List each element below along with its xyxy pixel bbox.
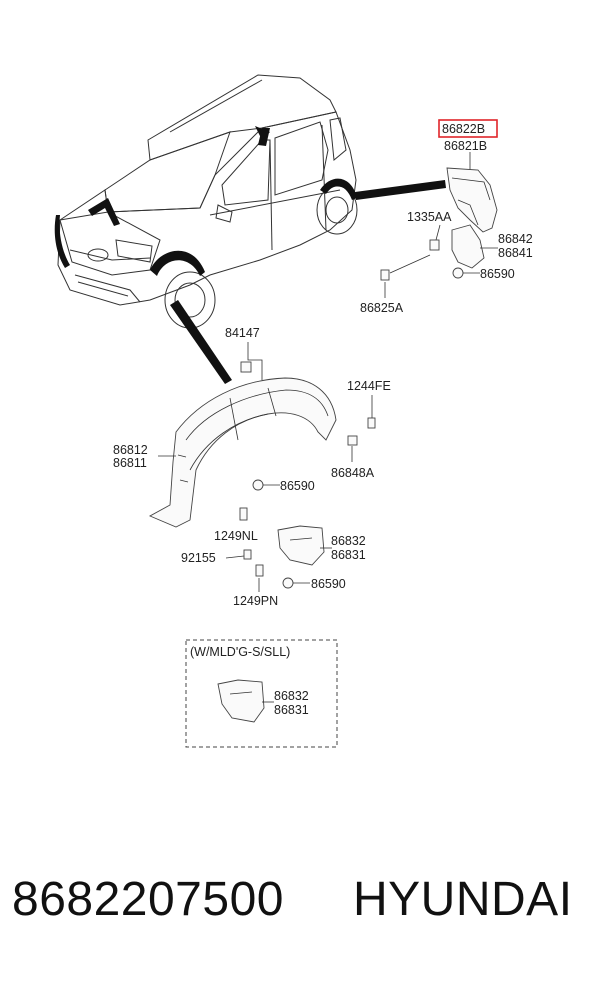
wheel-liner-group: 84147 86812 86811 1244FE 86848A 86590 12…: [113, 326, 391, 608]
option-box-title: (W/MLD'G-S/SLL): [190, 645, 290, 659]
screw-1249NL-part[interactable]: [239, 507, 248, 521]
nut-part-lower[interactable]: [282, 577, 294, 589]
nut-part-mid[interactable]: [252, 479, 264, 491]
callout-86831[interactable]: 86831: [331, 548, 366, 562]
option-callout-86831[interactable]: 86831: [274, 703, 309, 717]
callout-86841[interactable]: 86841: [498, 246, 533, 260]
bolt-1244FE-part[interactable]: [367, 417, 376, 429]
mud-flap-part-upper[interactable]: [451, 224, 485, 269]
callout-84147[interactable]: 84147: [225, 326, 260, 340]
callout-86590-upper[interactable]: 86590: [480, 267, 515, 281]
clip-86848A-part[interactable]: [347, 435, 358, 446]
callout-86825A[interactable]: 86825A: [360, 301, 404, 315]
wheel-liner-part[interactable]: [148, 377, 337, 528]
rear-guard-part[interactable]: [446, 167, 498, 233]
callout-86848A[interactable]: 86848A: [331, 466, 375, 480]
car-illustration: [54, 74, 358, 329]
callout-86832[interactable]: 86832: [331, 534, 366, 548]
callout-1249NL[interactable]: 1249NL: [214, 529, 258, 543]
callout-1249PN[interactable]: 1249PN: [233, 594, 278, 608]
callout-1335AA[interactable]: 1335AA: [407, 210, 452, 224]
caption-brand: HYUNDAI: [353, 873, 573, 926]
rear-guard-group: 86822B 86821B 1335AA 86842 86841 86590 8…: [360, 119, 533, 315]
callout-92155[interactable]: 92155: [181, 551, 216, 565]
callout-86590-lower[interactable]: 86590: [311, 577, 346, 591]
screw-1249PN-part[interactable]: [255, 564, 264, 577]
screw-92155-part[interactable]: [243, 549, 252, 560]
callout-86812[interactable]: 86812: [113, 443, 148, 457]
callout-86821B[interactable]: 86821B: [444, 139, 487, 153]
mud-flap-part-lower[interactable]: [277, 525, 325, 566]
option-callout-86832[interactable]: 86832: [274, 689, 309, 703]
pointer-front: [170, 300, 232, 384]
caption-part-number: 8682207500: [12, 873, 284, 926]
screw-part-upper[interactable]: [380, 269, 390, 281]
callout-1244FE[interactable]: 1244FE: [347, 379, 391, 393]
callout-86822B[interactable]: 86822B: [442, 122, 485, 136]
callout-86590-mid[interactable]: 86590: [280, 479, 315, 493]
callout-86842[interactable]: 86842: [498, 232, 533, 246]
callout-86811[interactable]: 86811: [113, 456, 147, 470]
nut-part-upper[interactable]: [452, 267, 464, 279]
clip-part[interactable]: [429, 239, 440, 251]
mud-flap-part-option[interactable]: [217, 679, 265, 723]
option-box: (W/MLD'G-S/SLL) 86832 86831: [185, 639, 338, 748]
clip-84147-part[interactable]: [240, 361, 252, 373]
part-highlight-box[interactable]: [438, 119, 498, 138]
pointer-rear: [355, 180, 446, 200]
